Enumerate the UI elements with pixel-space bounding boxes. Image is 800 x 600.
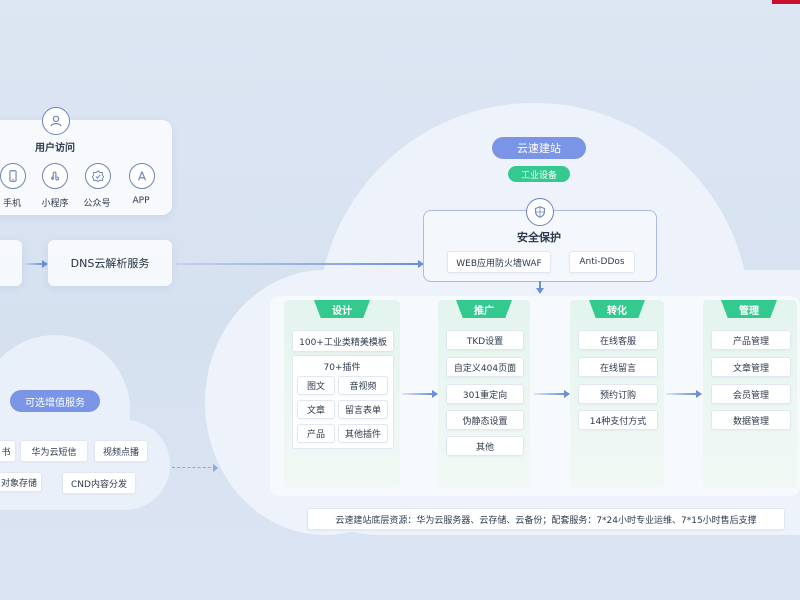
plugin-item: 图文 — [297, 376, 335, 395]
main-cloud-subtitle: 工业设备 — [508, 166, 570, 182]
management-item: 文章管理 — [711, 357, 791, 377]
management-item: 数据管理 — [711, 410, 791, 430]
phone-label: 手机 — [2, 199, 21, 209]
security-title: 安全保护 — [517, 231, 561, 244]
plugin-item: 其他插件 — [338, 424, 388, 443]
dashed-arrow-head — [213, 464, 218, 472]
tab-management: 管理 — [721, 300, 777, 318]
security-item-waf: WEB应用防火墙WAF — [447, 251, 551, 273]
plugin-title: 70+插件 — [323, 363, 361, 373]
user-access-title: 用户访问 — [35, 143, 75, 154]
promotion-item: TKD设置 — [446, 330, 524, 350]
management-item: 产品管理 — [711, 330, 791, 350]
value-cloud-body — [0, 420, 170, 510]
plugin-item: 留言表单 — [338, 400, 388, 419]
app-label: APP — [132, 196, 150, 206]
left-source-box — [0, 240, 22, 286]
conversion-item: 在线客服 — [578, 330, 658, 350]
promotion-item: 301重定向 — [446, 384, 524, 404]
value-chip: CND内容分发 — [62, 472, 136, 494]
arrow-promo-to-conversion — [534, 390, 570, 398]
plugin-item: 音视频 — [338, 376, 388, 395]
accent-mark — [772, 0, 800, 4]
value-chip: 对象存储 — [0, 472, 42, 492]
shield-icon — [526, 198, 554, 226]
plugin-item: 产品 — [297, 424, 335, 443]
resources-footer: 云速建站底层资源：华为云服务器、云存储、云备份；配套服务：7*24小时专业运维、… — [307, 508, 785, 530]
phone-icon — [0, 163, 26, 189]
value-added-title: 可选增值服务 — [10, 390, 100, 412]
arrow-to-dns — [26, 260, 48, 268]
security-item-ddos: Anti-DDos — [569, 251, 635, 273]
main-cloud-title: 云速建站 — [492, 137, 586, 159]
promotion-item: 自定义404页面 — [446, 357, 524, 377]
plugin-item: 文章 — [297, 400, 335, 419]
value-chip: 华为云短信 — [20, 440, 88, 462]
mini-program-icon — [42, 163, 68, 189]
arrow-security-down-head — [536, 288, 544, 294]
user-icon — [42, 107, 70, 135]
conversion-item: 14种支付方式 — [578, 410, 658, 430]
arrow-conversion-to-management — [666, 390, 702, 398]
value-chip: 视频点播 — [94, 440, 148, 462]
official-account-icon — [85, 163, 111, 189]
management-item: 会员管理 — [711, 384, 791, 404]
value-chip: 书 — [0, 440, 16, 462]
mini-program-label: 小程序 — [41, 199, 69, 209]
dashed-arrow-to-cloud — [172, 467, 216, 468]
promotion-item: 伪静态设置 — [446, 410, 524, 430]
arrow-dns-to-security — [176, 260, 424, 268]
tab-promotion: 推广 — [456, 300, 512, 318]
design-item: 100+工业类精美模板 — [292, 330, 394, 352]
tab-design: 设计 — [314, 300, 370, 318]
arrow-security-down — [539, 281, 541, 290]
tab-conversion: 转化 — [589, 300, 645, 318]
app-icon — [129, 163, 155, 189]
conversion-item: 在线留言 — [578, 357, 658, 377]
promotion-item: 其他 — [446, 436, 524, 456]
dns-box: DNS云解析服务 — [48, 240, 172, 286]
official-account-label: 公众号 — [83, 199, 111, 209]
conversion-item: 预约订购 — [578, 384, 658, 404]
arrow-design-to-promo — [402, 390, 438, 398]
